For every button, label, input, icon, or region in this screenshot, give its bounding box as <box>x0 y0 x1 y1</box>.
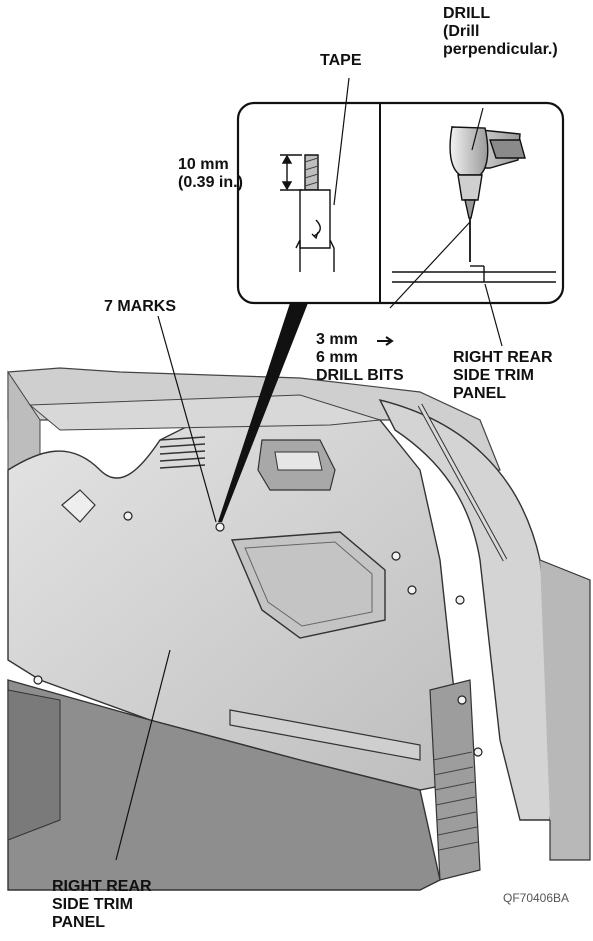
panel-section-lines <box>392 265 556 283</box>
label-marks: 7 MARKS <box>104 298 177 315</box>
inset-detail-box <box>236 101 565 305</box>
drill-icon <box>449 126 526 262</box>
figure-code: QF70406BA <box>503 891 570 905</box>
label-tape: TAPE <box>320 52 362 69</box>
arrow-icon <box>377 336 394 346</box>
cargo-area-illustration <box>7 367 591 891</box>
panel-recess <box>230 531 386 639</box>
cargo-floor <box>7 679 441 891</box>
label-drill-bits: 6 mm DRILL BITS <box>316 349 404 384</box>
mark-dots <box>33 511 483 757</box>
depth-dimension <box>280 154 302 191</box>
label-main-trim-panel: RIGHT REAR SIDE TRIM PANEL <box>52 878 152 931</box>
taped-drill-bit <box>295 154 335 272</box>
label-inset-trim-panel: RIGHT REAR SIDE TRIM PANEL <box>453 349 553 402</box>
label-depth: 10 mm (0.39 in.) <box>178 156 243 191</box>
leader-lines <box>115 77 503 861</box>
zoom-wedge <box>218 303 308 522</box>
label-drill: DRILL (Drill perpendicular.) <box>443 5 558 58</box>
label-bit-small: 3 mm <box>316 331 358 348</box>
